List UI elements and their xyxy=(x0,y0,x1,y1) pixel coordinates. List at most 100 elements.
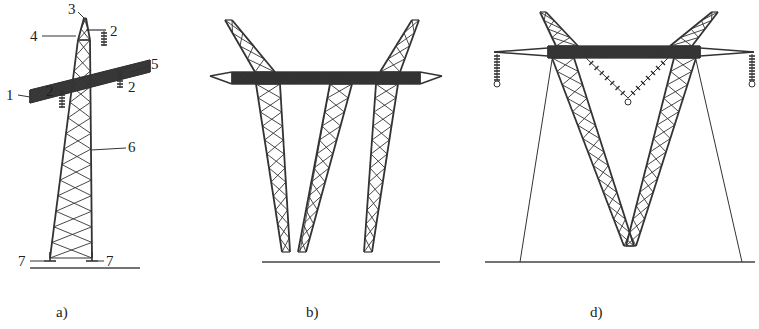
insulator-disc xyxy=(636,86,640,90)
cross-beam xyxy=(232,75,420,77)
v-leg xyxy=(574,58,634,246)
insulator-disc xyxy=(117,80,123,82)
cross-beam xyxy=(548,51,700,53)
v-leg xyxy=(667,71,692,84)
ground-wire-peak xyxy=(681,38,693,47)
tower-leg xyxy=(265,126,283,140)
v-leg xyxy=(636,192,653,205)
callout-number: 6 xyxy=(128,140,136,155)
tower-leg xyxy=(278,210,288,224)
tower-leg xyxy=(276,210,289,224)
cross-beam xyxy=(548,50,700,52)
insulator-disc xyxy=(59,100,65,102)
cross-beam xyxy=(548,49,700,51)
cross-beam xyxy=(548,50,700,52)
callout-number: 7 xyxy=(18,254,26,269)
v-leg xyxy=(660,98,683,111)
cross-beam xyxy=(548,57,700,58)
tower-leg xyxy=(327,84,352,98)
guy-wire xyxy=(520,60,552,262)
insulator-disc xyxy=(749,58,755,60)
insulator-disc xyxy=(610,81,614,85)
leader-line xyxy=(30,261,44,262)
cross-beam xyxy=(232,79,420,81)
callout-number: 2 xyxy=(46,84,54,99)
leader-line xyxy=(78,12,84,18)
v-leg xyxy=(552,58,578,71)
cross-beam xyxy=(548,56,700,58)
cross-beam xyxy=(232,80,420,82)
tower-leg xyxy=(368,182,383,196)
v-leg xyxy=(603,192,621,205)
callout-number: 1 xyxy=(6,88,14,103)
tower-leg xyxy=(376,83,398,84)
ground-wire-peak xyxy=(396,33,414,46)
insulator-disc xyxy=(595,66,599,70)
v-leg xyxy=(614,206,621,219)
insulator-disc xyxy=(651,71,655,75)
v-leg xyxy=(583,139,604,152)
tower-leg xyxy=(280,224,289,238)
cross-beam xyxy=(548,57,700,59)
cross-beam xyxy=(548,52,700,54)
beam-tip xyxy=(210,72,232,76)
ground-wire-peak xyxy=(225,20,243,33)
cross-beam xyxy=(232,76,420,78)
cross-beam xyxy=(232,78,420,80)
v-leg xyxy=(562,85,587,98)
ground-line xyxy=(485,261,755,262)
cross-beam xyxy=(232,82,420,84)
tower-peak xyxy=(78,29,88,40)
insulator-disc xyxy=(101,41,107,43)
ground-wire-peak xyxy=(702,12,719,21)
foundation xyxy=(86,260,98,262)
cross-beam xyxy=(232,75,420,77)
ground-wire-peak xyxy=(556,45,578,46)
ground-wire-peak xyxy=(711,12,713,21)
ground-wire-peak xyxy=(670,38,699,47)
tower-leg xyxy=(367,196,381,210)
v-leg xyxy=(593,165,612,178)
cross-beam xyxy=(548,55,700,57)
v-leg xyxy=(583,125,596,138)
v-leg xyxy=(640,179,658,192)
ground-wire-peak xyxy=(548,21,554,30)
arm xyxy=(700,52,754,56)
cross-beam xyxy=(548,45,700,46)
ground-wire-peak xyxy=(232,20,275,72)
insulator-disc xyxy=(494,67,500,69)
insulator-disc xyxy=(494,64,500,66)
insulator-disc xyxy=(749,70,755,72)
cross-beam xyxy=(548,54,700,56)
cross-beam xyxy=(232,76,420,78)
cross-beam xyxy=(232,81,420,83)
insulator-disc xyxy=(101,38,107,40)
v-leg xyxy=(598,165,608,178)
cross-arm xyxy=(30,68,150,100)
cross-beam xyxy=(232,77,420,79)
v-leg xyxy=(636,58,696,246)
cross-beam xyxy=(548,48,700,50)
cross-beam xyxy=(232,79,420,81)
callout-number: 7 xyxy=(106,254,114,269)
tower-body xyxy=(64,133,91,149)
tower-leg xyxy=(278,224,290,238)
leader-lines xyxy=(18,12,149,261)
cross-beam xyxy=(548,46,700,48)
insulator-disc xyxy=(749,61,755,63)
cross-beam xyxy=(548,56,700,58)
tower-leg xyxy=(271,168,285,182)
tower-body xyxy=(54,211,92,227)
tower-peak xyxy=(84,18,88,29)
cross-beam xyxy=(232,75,420,77)
tower-body xyxy=(76,40,90,56)
cross-arm xyxy=(30,68,150,99)
cross-beam xyxy=(232,76,420,78)
v-leg xyxy=(588,139,600,152)
ground-lines xyxy=(30,262,755,268)
cross-beam xyxy=(232,77,420,79)
insulator-disc xyxy=(101,32,107,34)
insulator-disc xyxy=(661,61,665,65)
tower-leg xyxy=(276,196,287,210)
